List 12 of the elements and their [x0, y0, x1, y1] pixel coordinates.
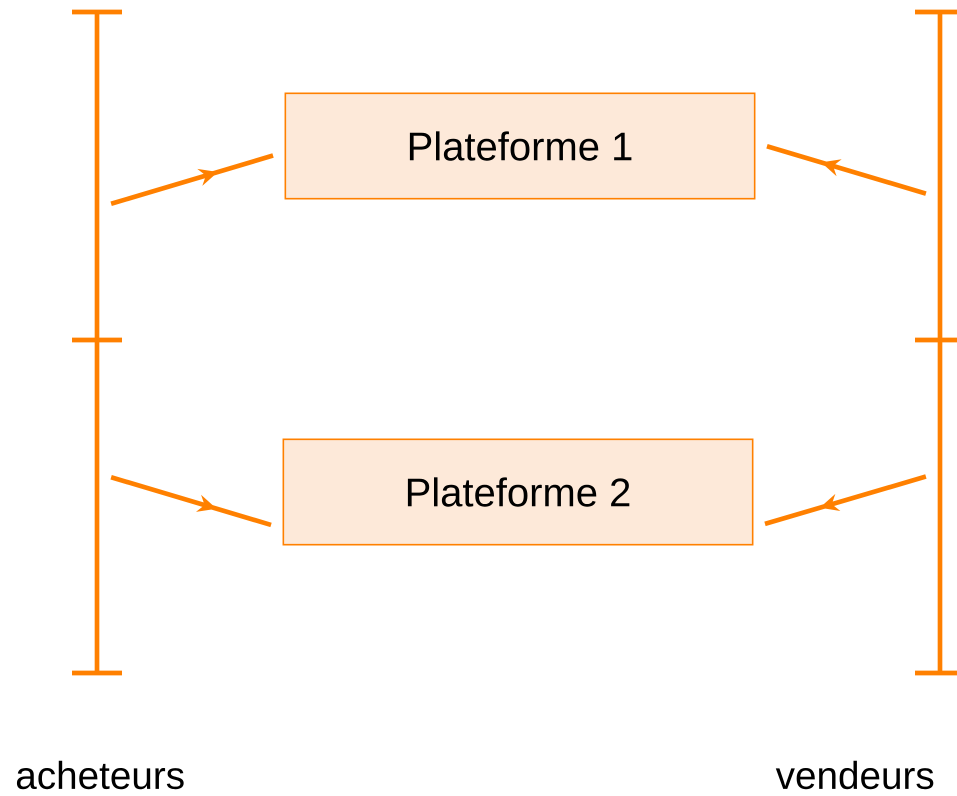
arrow	[766, 144, 927, 196]
bracket-segment	[94, 340, 100, 673]
group-label: vendeurs	[776, 760, 934, 790]
bracket-segment	[938, 340, 942, 673]
bracket-segment	[938, 12, 942, 340]
group-label: acheteurs	[16, 760, 184, 790]
arrow	[110, 153, 274, 206]
bracket-segment	[94, 12, 100, 340]
platform-box: Plateforme 1	[284, 92, 756, 200]
platform-box: Plateforme 2	[282, 438, 754, 546]
arrow	[110, 475, 272, 528]
arrow	[764, 474, 927, 526]
